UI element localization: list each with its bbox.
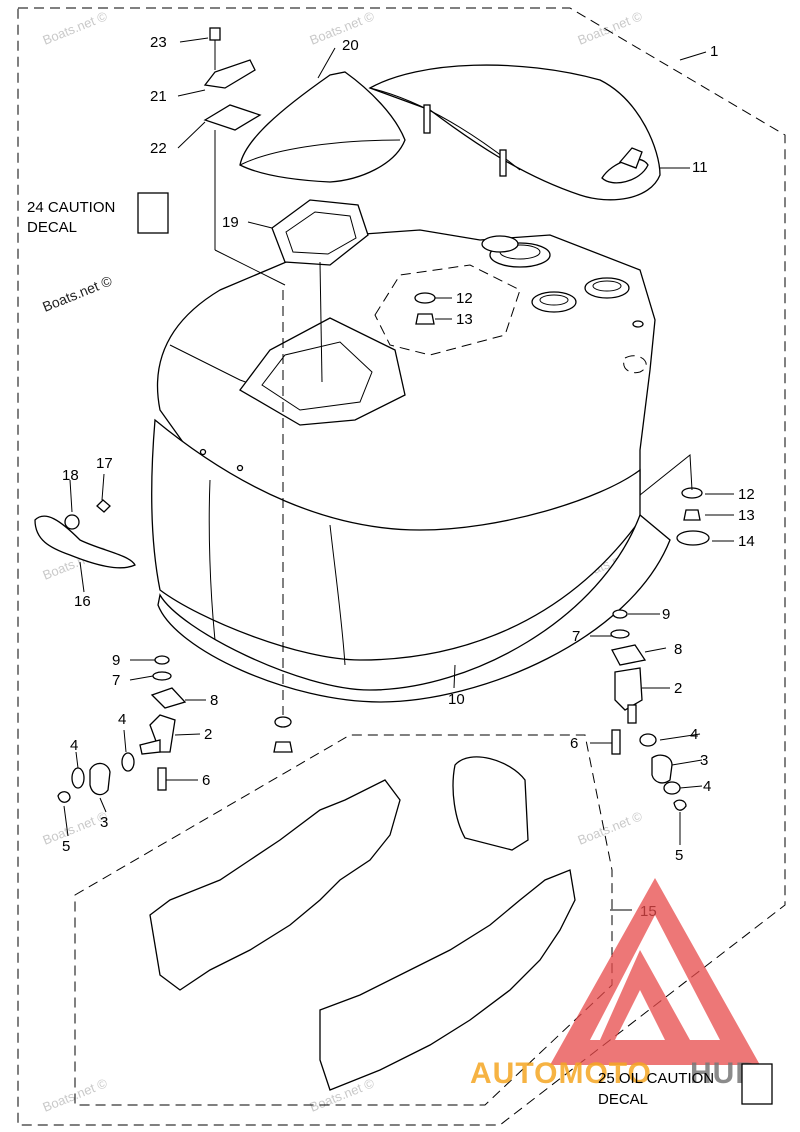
callout-labels: 1 20 23 21 22 11 19 12 13 12 13 14 17 18… xyxy=(62,34,755,920)
callout-11: 11 xyxy=(692,159,708,176)
callout-19: 19 xyxy=(222,214,239,231)
callout-20: 20 xyxy=(342,37,359,54)
caution-decal-box xyxy=(137,192,169,234)
hardware-top xyxy=(414,292,436,325)
part-11-handle xyxy=(368,64,661,201)
callout-10: 10 xyxy=(448,691,465,708)
top-cowl xyxy=(151,229,656,666)
callout-4-left-b: 4 xyxy=(70,737,78,754)
seal-kit-outline xyxy=(74,734,613,1106)
watermark-text: Boats.net © xyxy=(576,808,645,848)
brand-watermark-part1: AUTOMOTO xyxy=(470,1057,652,1090)
callout-14: 14 xyxy=(738,533,755,550)
callout-16: 16 xyxy=(74,593,91,610)
hardware-right xyxy=(639,454,710,546)
callout-4-left-a: 4 xyxy=(118,711,126,728)
callout-12-top: 12 xyxy=(456,290,473,307)
oil-decal-box xyxy=(741,1063,773,1105)
part-16-handle xyxy=(34,499,136,569)
assembly-outline xyxy=(17,7,786,1126)
part-10-seal xyxy=(157,513,671,703)
callout-22: 22 xyxy=(150,140,167,157)
callout-8-left: 8 xyxy=(210,692,218,709)
watermark-text-dark: Boats.net © xyxy=(40,272,115,315)
part-19-gasket xyxy=(271,199,369,266)
watermark-text: Boats.net © xyxy=(41,8,110,48)
callout-13-top: 13 xyxy=(456,311,473,328)
callout-5-right: 5 xyxy=(675,847,683,864)
automotohub-logo xyxy=(550,878,760,1065)
callout-4-right-a: 4 xyxy=(690,726,698,743)
oil-decal-label-1: 25 OIL CAUTION xyxy=(598,1070,714,1087)
caution-decal: 24 CAUTION DECAL xyxy=(27,192,169,236)
callout-2-right: 2 xyxy=(674,680,682,697)
callout-1: 1 xyxy=(710,43,718,60)
caution-decal-label-2: DECAL xyxy=(27,219,77,236)
leader-lines xyxy=(63,37,734,911)
callout-18: 18 xyxy=(62,467,79,484)
callout-23: 23 xyxy=(150,34,167,51)
latch-group xyxy=(203,27,286,286)
oil-decal-label-2: DECAL xyxy=(598,1091,648,1108)
bracket-left xyxy=(57,655,187,803)
callout-6-left: 6 xyxy=(202,772,210,789)
callout-5-left: 5 xyxy=(62,838,70,855)
callout-7-left: 7 xyxy=(112,672,120,689)
caution-decal-label-1: 24 CAUTION xyxy=(27,199,115,216)
callout-21: 21 xyxy=(150,88,167,105)
callout-12-side: 12 xyxy=(738,486,755,503)
hardware-center xyxy=(273,290,293,753)
watermark-text: Boats.net © xyxy=(576,8,645,48)
callout-7-right: 7 xyxy=(572,628,580,645)
callout-4-right-b: 4 xyxy=(703,778,711,795)
bracket-right xyxy=(610,609,687,811)
callout-3-left: 3 xyxy=(100,814,108,831)
callout-9-left: 9 xyxy=(112,652,120,669)
callout-13-side: 13 xyxy=(738,507,755,524)
oil-caution-decal: 25 OIL CAUTION DECAL xyxy=(598,1063,773,1108)
part-15-seals xyxy=(149,756,576,1091)
callout-17: 17 xyxy=(96,455,113,472)
callout-3-right: 3 xyxy=(700,752,708,769)
callout-2-left: 2 xyxy=(204,726,212,743)
part-20-cover xyxy=(239,71,406,183)
callout-9-right: 9 xyxy=(662,606,670,623)
callout-6-right: 6 xyxy=(570,735,578,752)
callout-8-right: 8 xyxy=(674,641,682,658)
